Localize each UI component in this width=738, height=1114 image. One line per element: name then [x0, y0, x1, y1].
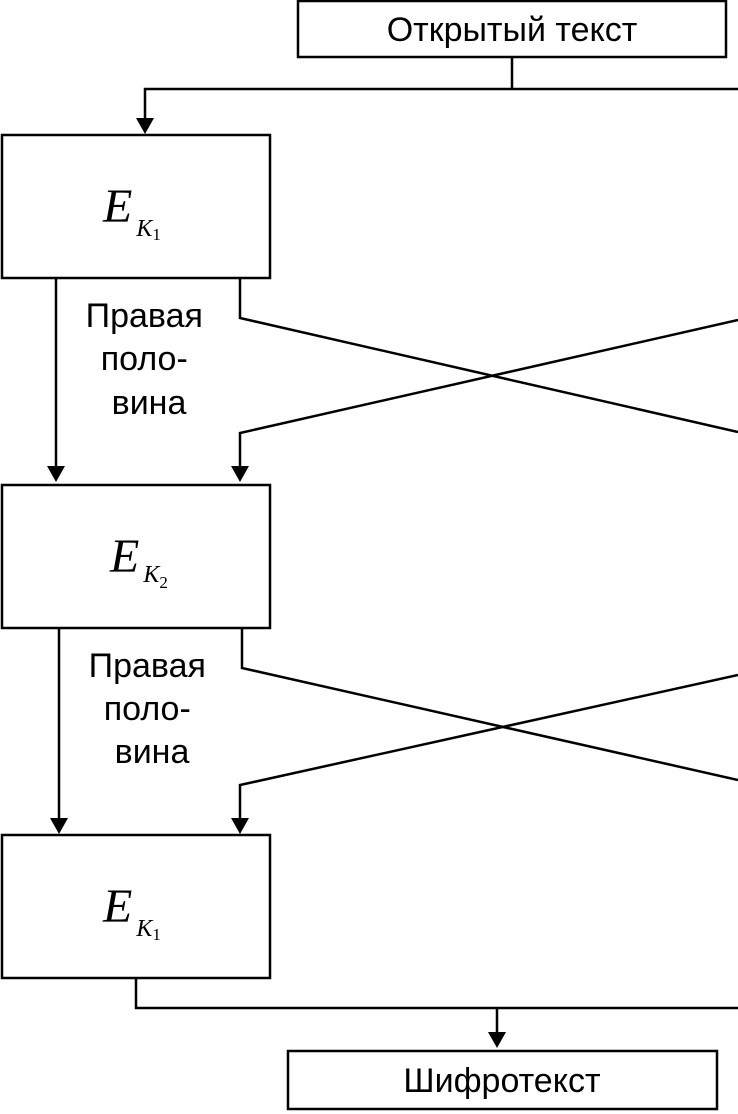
transition-label-2: Правая поло- вина [89, 647, 216, 771]
encryption-box-3 [0, 833, 272, 980]
cross-out-wire-1 [238, 278, 738, 434]
transition-label-1-line-1: Правая [86, 297, 203, 335]
encryption-box-2 [0, 483, 272, 630]
left-half-arrowhead-2 [50, 818, 68, 834]
input-wire [143, 57, 738, 120]
cross-in-arrowhead-2 [231, 818, 249, 834]
ciphertext-node: Шифротекст [286, 1049, 719, 1111]
plaintext-box [296, 0, 728, 59]
key-index-3: 1 [152, 925, 161, 944]
transition-label-2-line-1: Правая [89, 647, 206, 685]
transition-label-2-line-3: вина [115, 733, 190, 771]
transition-label-1-line-3: вина [112, 384, 187, 422]
encryption-letter-3: E [102, 880, 132, 933]
cross-in-wire-1 [238, 318, 738, 466]
encryption-letter-1: E [102, 180, 132, 233]
cross-in-wire-2 [238, 673, 738, 818]
plaintext-label: Открытый текст [387, 11, 638, 49]
ciphertext-label: Шифротекст [403, 1062, 600, 1100]
key-index-2: 2 [159, 573, 168, 592]
transition-label-1: Правая поло- вина [86, 297, 213, 422]
encryption-letter-2: E [109, 530, 139, 583]
transition-label-1-line-2: поло- [101, 340, 188, 378]
transition-label-2-line-2: поло- [104, 690, 191, 728]
key-index-1: 1 [152, 225, 161, 244]
key-letter-2: K [142, 562, 161, 588]
output-wire [134, 978, 738, 1033]
input-arrowhead [136, 118, 154, 134]
left-half-arrowhead-1 [47, 466, 65, 482]
key-letter-3: K [135, 916, 154, 942]
plaintext-node: Открытый текст [296, 0, 728, 59]
ciphertext-box [286, 1049, 719, 1111]
key-letter-1: K [135, 216, 154, 242]
cross-in-arrowhead-1 [231, 466, 249, 482]
output-arrowhead [488, 1032, 506, 1048]
encryption-box-1 [0, 133, 272, 280]
cross-out-wire-2 [240, 628, 738, 782]
